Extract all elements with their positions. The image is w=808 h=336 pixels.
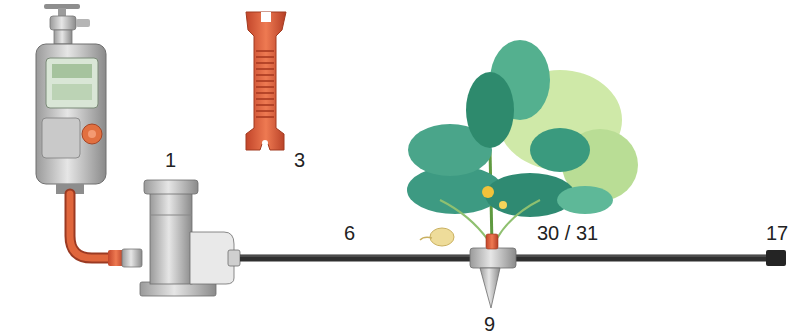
- callout-number: 3: [294, 150, 305, 170]
- end-plug: [766, 250, 786, 266]
- hose-coupling: [108, 249, 142, 267]
- plant: [407, 40, 638, 246]
- callout-number: 6: [344, 223, 355, 243]
- hole-punch-tool: [246, 12, 286, 150]
- water-tap: [44, 4, 90, 44]
- t-connector-stake: [470, 234, 516, 308]
- garden-hose: [70, 194, 112, 258]
- callout-number: 1: [165, 150, 176, 170]
- callout-number: 9: [484, 314, 495, 334]
- callout-number: 30 / 31: [537, 223, 598, 243]
- pressure-reducer: [140, 180, 240, 296]
- callout-number: 17: [766, 223, 788, 243]
- water-timer: [36, 44, 106, 194]
